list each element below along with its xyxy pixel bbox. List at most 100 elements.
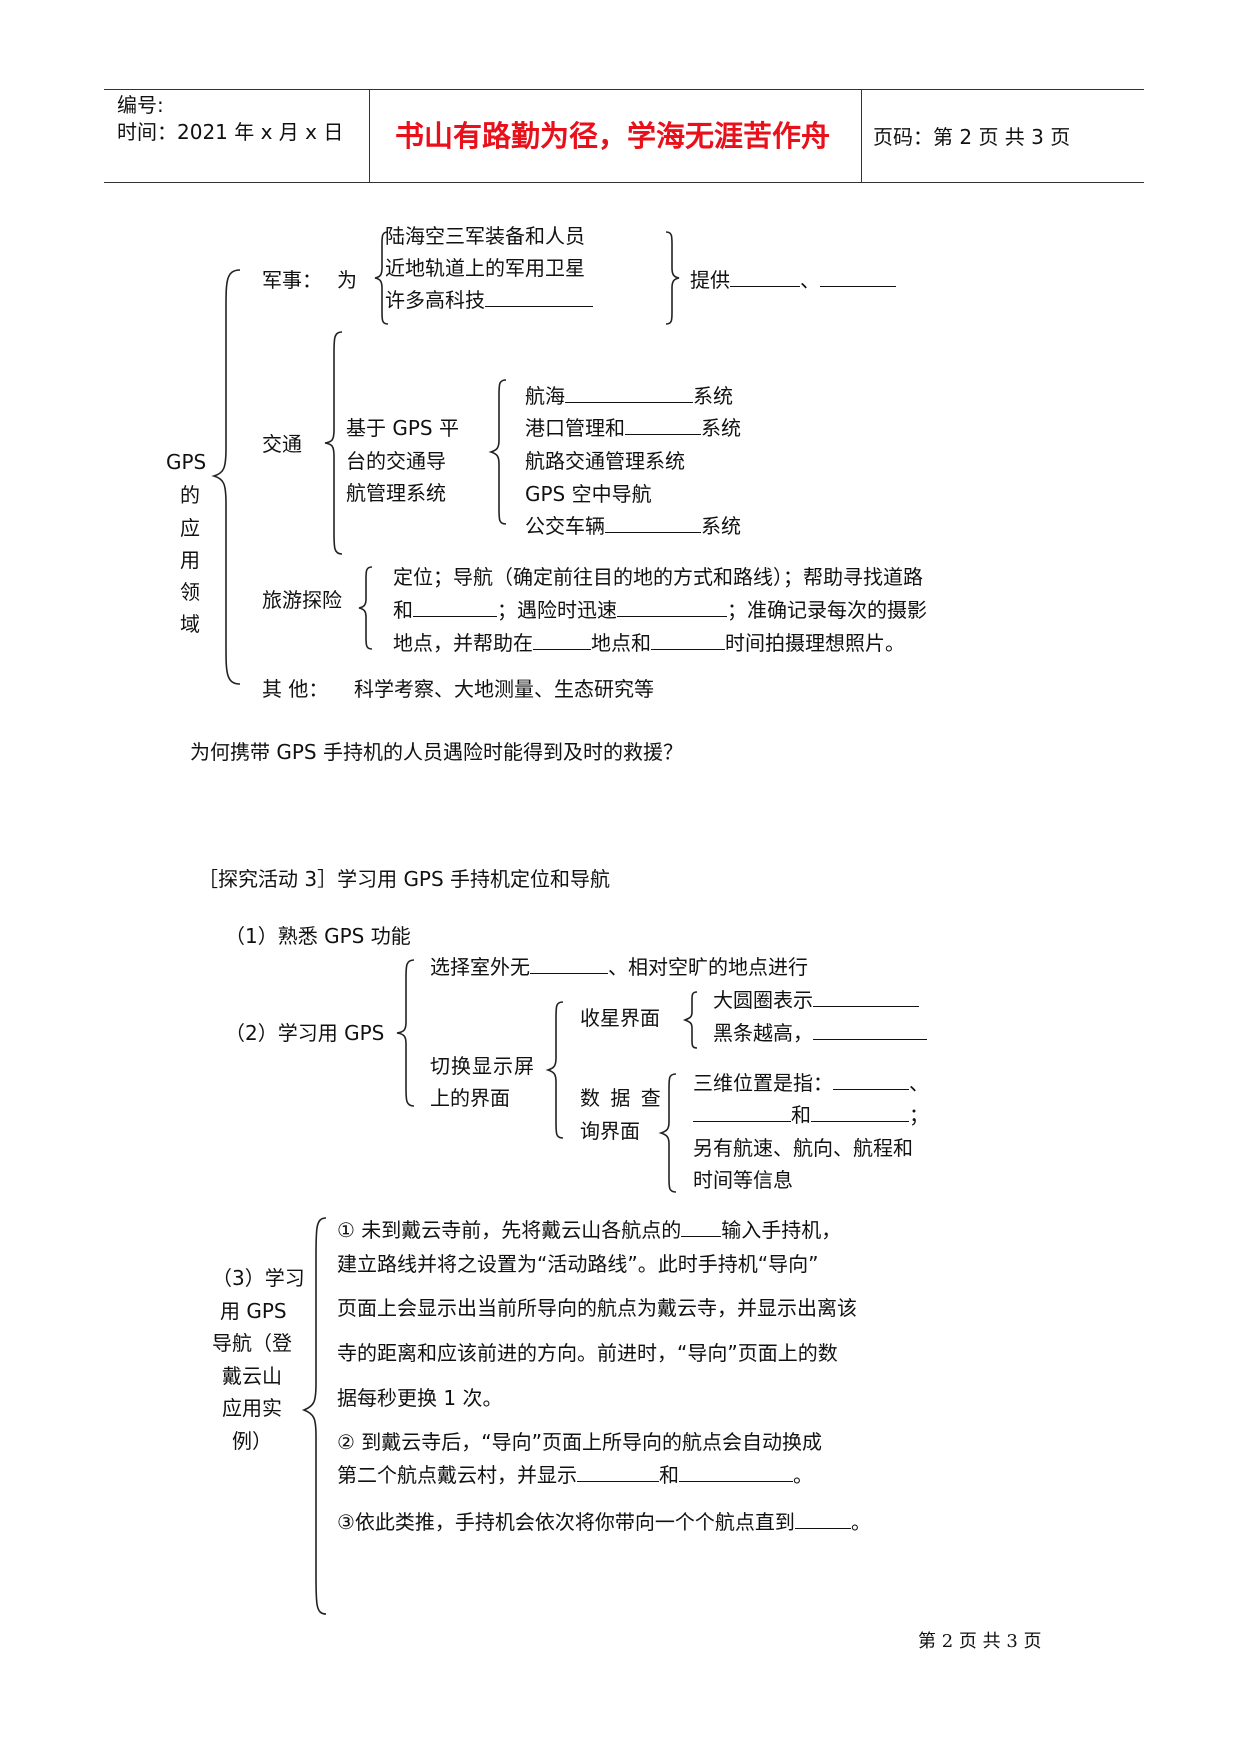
military-item-3-text: 许多高科技 [385, 288, 485, 312]
blank-field [530, 957, 608, 974]
blank-field [605, 516, 701, 533]
step3-p1-line-1: ① 未到戴云寺前，先将戴云山各航点的输入手持机， [337, 1220, 841, 1240]
gps-root-line-4: 用 [180, 548, 200, 572]
data-brace [658, 1073, 677, 1193]
blank-field [813, 1023, 927, 1040]
traffic-item-5: 公交车辆 系统 [525, 516, 741, 536]
switch-brace [545, 1001, 564, 1139]
step3-label-5: 应用实 [222, 1396, 282, 1420]
star-brace [682, 991, 698, 1049]
blank-field [679, 1465, 793, 1482]
travel-brace [358, 566, 373, 650]
activity3-step1: （1）熟悉 GPS 功能 [225, 924, 411, 948]
military-item-3: 许多高科技 [385, 290, 593, 310]
travel-line-3: 地点，并帮助在地点和时间拍摄理想照片。 [393, 633, 905, 653]
star-label: 收星界面 [580, 1006, 660, 1030]
header-page-label: 页码：第 2 页 共 3 页 [873, 125, 1071, 149]
traffic-item-1: 航海系统 [525, 386, 733, 406]
blank-field [533, 633, 591, 650]
step3-p1-line-3: 页面上会显示出当前所导向的航点为戴云寺，并显示出离该 [337, 1296, 857, 1320]
root-brace [211, 269, 241, 685]
gps-root-line-6: 域 [180, 612, 200, 636]
traffic-item-1-pre: 航海 [525, 384, 565, 408]
data-item-2-mid: 和 [791, 1103, 811, 1127]
star-item-1-text: 大圆圈表示 [713, 988, 813, 1012]
traffic-item-5-post: 系统 [701, 514, 741, 538]
switch-line-1: 切换显示屏 [430, 1054, 535, 1078]
military-for: 为 [337, 268, 357, 292]
footer-page-number: 第 2 页 共 3 页 [918, 1631, 1042, 1652]
switch-line-2: 上的界面 [430, 1086, 510, 1110]
military-provide-label: 提供 [690, 268, 730, 292]
activity3-step2-label: （2）学习用 GPS [225, 1021, 385, 1045]
gps-root-line-2: 的 [180, 483, 200, 507]
traffic-label: 交通 [262, 432, 302, 456]
step3-p3-b: 。 [850, 1510, 871, 1534]
step2-item-1: 选择室外无 、相对空旷的地点进行 [430, 957, 808, 977]
step2-item-1-b: 、相对空旷的地点进行 [608, 955, 808, 979]
blank-field [730, 270, 800, 287]
blank-field [833, 1073, 909, 1090]
header-top-rule [104, 89, 1144, 90]
military-right-brace [665, 231, 680, 325]
blank-field [813, 990, 919, 1007]
traffic-item-2: 港口管理和系统 [525, 418, 741, 438]
military-item-1: 陆海空三军装备和人员 [385, 224, 585, 248]
star-item-2-text: 黑条越高， [713, 1021, 813, 1045]
traffic-item-3: 航路交通管理系统 [525, 449, 685, 473]
other-label: 其 他： [262, 677, 329, 701]
gps-root-line-3: 应 [180, 516, 200, 540]
header-motto: 书山有路勤为径，学海无涯苦作舟 [395, 119, 831, 153]
step3-p1-line-2: 建立路线并将之设置为“活动路线”。此时手持机“导向” [337, 1252, 819, 1276]
data-item-4: 时间等信息 [693, 1168, 793, 1192]
travel-line-2-b: ；遇险时迅速 [497, 598, 617, 622]
step3-p2-a: 第二个航点戴云村，并显示 [337, 1463, 577, 1487]
traffic-item-4: GPS 空中导航 [525, 482, 652, 506]
military-provide: 提供 、 [690, 270, 896, 290]
blank-field [794, 1512, 851, 1529]
star-item-1: 大圆圈表示 [713, 990, 919, 1010]
data-item-1-text: 三维位置是指： [693, 1071, 833, 1095]
blank-field [577, 1465, 659, 1482]
traffic-sub-line-1: 基于 GPS 平 [346, 416, 459, 440]
traffic-sub-line-3: 航管理系统 [346, 481, 446, 505]
step3-brace [301, 1217, 327, 1615]
other-text: 科学考察、大地测量、生态研究等 [354, 677, 654, 701]
header-divider-left [369, 89, 370, 182]
blank-field [413, 600, 497, 617]
step3-label-6: 例） [232, 1429, 272, 1453]
travel-line-2: 和；遇险时迅速；准确记录每次的摄影 [393, 600, 927, 620]
traffic-sub-brace [488, 379, 507, 525]
data-item-2: 和； [693, 1105, 929, 1125]
step3-p3: ③依此类推，手持机会依次将你带向一个个航点直到 。 [337, 1512, 871, 1532]
header-number-label: 编号: [117, 93, 164, 117]
activity3-title: ［探究活动 3］学习用 GPS 手持机定位和导航 [198, 867, 611, 891]
military-sep: 、 [800, 268, 820, 292]
traffic-item-2-pre: 港口管理和 [525, 416, 625, 440]
step3-p3-a: ③依此类推，手持机会依次将你带向一个个航点直到 [337, 1510, 795, 1534]
step3-p2-b: 和 [659, 1463, 679, 1487]
header-time: 时间：2021 年 x 月 x 日 [117, 120, 344, 144]
traffic-brace [324, 331, 343, 555]
question: 为何携带 GPS 手持机的人员遇险时能得到及时的救援？ [190, 740, 683, 764]
blank-field [651, 633, 725, 650]
step3-p1-line-5: 据每秒更换 1 次。 [337, 1386, 503, 1410]
step2-item-1-a: 选择室外无 [430, 955, 530, 979]
traffic-item-5-pre: 公交车辆 [525, 514, 605, 538]
data-item-1: 三维位置是指：、 [693, 1073, 929, 1093]
step3-label-2: 用 GPS [220, 1299, 287, 1323]
blank-field [617, 600, 727, 617]
step3-label-1: （3）学习 [212, 1266, 305, 1290]
step3-p1-line-4: 寺的距离和应该前进的方向。前进时，“导向”页面上的数 [337, 1341, 838, 1365]
data-item-3: 另有航速、航向、航程和 [693, 1136, 913, 1160]
data-label-line-1: 数 据 查 [580, 1086, 663, 1110]
military-label: 军事： [262, 268, 322, 292]
travel-line-3-c: 时间拍摄理想照片。 [725, 631, 905, 655]
blank-field [820, 270, 896, 287]
step3-p2-line-1: ② 到戴云寺后，“导向”页面上所导向的航点会自动换成 [337, 1430, 823, 1454]
header-bottom-rule [104, 182, 1144, 183]
travel-line-1: 定位；导航（确定前往目的地的方式和路线）；帮助寻找道路 [393, 565, 923, 589]
travel-label: 旅游探险 [262, 588, 342, 612]
data-label-line-2: 询界面 [580, 1119, 640, 1143]
blank-field [485, 290, 593, 307]
